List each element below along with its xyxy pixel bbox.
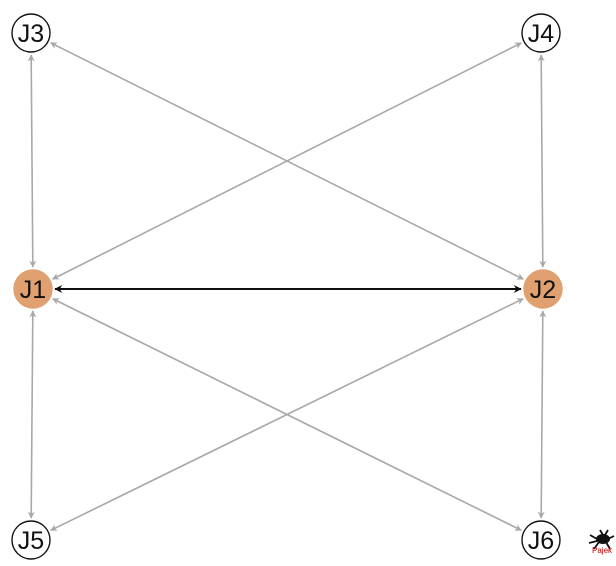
node-circle xyxy=(521,13,561,53)
node-label: J6 xyxy=(528,527,554,555)
node-j5: J5 xyxy=(11,520,51,560)
edge-j6-j1 xyxy=(52,298,522,531)
node-circle xyxy=(521,520,561,560)
node-label: J2 xyxy=(530,276,556,304)
node-j4: J4 xyxy=(521,13,561,53)
edge-j5-j1 xyxy=(27,310,37,519)
spider-icon xyxy=(588,529,615,550)
node-label: J1 xyxy=(20,276,46,304)
pajek-logo: Pajek xyxy=(588,529,615,555)
node-label: J3 xyxy=(18,20,44,48)
edges xyxy=(27,42,547,532)
edge-j4-j2 xyxy=(537,54,547,268)
node-circle xyxy=(11,520,51,560)
logo-text: Pajek xyxy=(592,546,613,555)
node-label: J4 xyxy=(528,20,555,48)
edge-j6-j2 xyxy=(537,310,547,519)
node-j2: J2 xyxy=(523,269,563,309)
node-circle xyxy=(13,269,53,309)
edge-j4-j1 xyxy=(52,42,522,280)
node-circle xyxy=(523,269,563,309)
node-j3: J3 xyxy=(11,13,51,53)
edge-j3-j1 xyxy=(27,54,37,268)
node-label: J5 xyxy=(18,527,44,555)
node-circle xyxy=(11,13,51,53)
node-j6: J6 xyxy=(521,520,561,560)
node-j1: J1 xyxy=(13,269,53,309)
